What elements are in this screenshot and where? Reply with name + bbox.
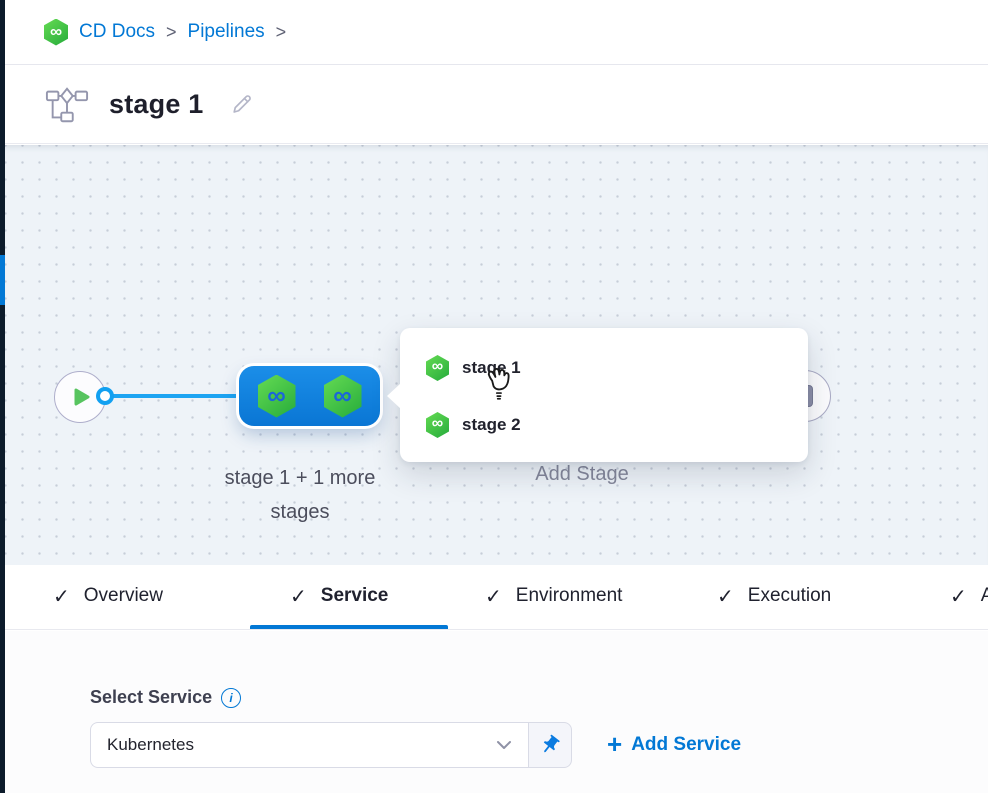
check-icon: ✓ bbox=[717, 585, 734, 608]
breadcrumb-separator: > bbox=[275, 21, 287, 42]
edit-pencil-icon[interactable] bbox=[229, 92, 254, 117]
popup-stage-label: stage 1 bbox=[462, 358, 521, 377]
stage-group-node[interactable]: ∞ ∞ bbox=[239, 366, 380, 426]
stage-list-popup: ∞ stage 1 ∞ stage 2 bbox=[387, 328, 808, 462]
left-nav-active-indicator bbox=[0, 255, 5, 305]
stage-group-label: stage 1 + 1 more stages bbox=[224, 467, 376, 523]
tab-service[interactable]: ✓ Service bbox=[290, 585, 389, 608]
left-nav-sliver bbox=[0, 0, 5, 793]
popup-stage-item[interactable]: ∞ stage 1 bbox=[426, 350, 808, 386]
info-icon[interactable]: i bbox=[221, 687, 242, 708]
breadcrumb-project-link[interactable]: CD Docs bbox=[79, 21, 156, 42]
check-icon: ✓ bbox=[290, 585, 307, 608]
service-tab-panel: Select Service i Kubernetes + Add Servic… bbox=[5, 631, 988, 793]
play-icon bbox=[74, 388, 90, 406]
breadcrumb-separator: > bbox=[166, 21, 177, 42]
page-title: stage 1 bbox=[109, 89, 204, 119]
tab-environment[interactable]: ✓ Environment bbox=[485, 585, 623, 608]
popup-stage-label: stage 2 bbox=[462, 415, 521, 434]
connector-port-handle[interactable] bbox=[96, 387, 114, 405]
pin-icon bbox=[543, 734, 560, 753]
pipeline-connector-line bbox=[107, 394, 241, 398]
tab-execution[interactable]: ✓ Execution bbox=[717, 585, 832, 608]
harness-module-icon: ∞ bbox=[44, 18, 68, 46]
plus-icon: + bbox=[607, 729, 623, 759]
breadcrumb-pipelines-link[interactable]: Pipelines bbox=[187, 21, 265, 42]
tab-overview[interactable]: ✓ Overview bbox=[53, 585, 163, 608]
pipeline-canvas: ∞ ∞ ∞ stage 1 ∞ stage 2 stage 1 + 1 mo bbox=[5, 145, 988, 565]
add-stage-label[interactable]: Add Stage bbox=[535, 463, 629, 485]
pin-service-button[interactable] bbox=[528, 722, 572, 768]
check-icon: ✓ bbox=[950, 585, 967, 608]
service-select-value: Kubernetes bbox=[107, 735, 194, 754]
check-icon: ✓ bbox=[485, 585, 502, 608]
chevron-down-icon bbox=[497, 741, 511, 749]
tab-advanced[interactable]: ✓ Advanced bbox=[950, 565, 988, 627]
stage-hexagon-icon: ∞ bbox=[426, 412, 449, 438]
stage-hexagon-icon: ∞ bbox=[257, 374, 296, 418]
breadcrumb: ∞ CD Docs > Pipelines > bbox=[5, 0, 988, 65]
title-bar: stage 1 bbox=[5, 66, 988, 144]
select-service-label: Select Service bbox=[90, 687, 213, 707]
service-select[interactable]: Kubernetes bbox=[90, 722, 528, 768]
active-tab-indicator bbox=[250, 625, 448, 629]
popup-stage-item[interactable]: ∞ stage 2 bbox=[426, 407, 808, 443]
add-service-button[interactable]: + Add Service bbox=[607, 729, 742, 759]
stage-hexagon-icon: ∞ bbox=[323, 374, 362, 418]
popup-tail bbox=[387, 383, 401, 409]
stage-tabs: ✓ Overview ✓ Service ✓ Environment ✓ Exe… bbox=[5, 565, 988, 630]
pipeline-icon bbox=[45, 86, 89, 122]
stage-hexagon-icon: ∞ bbox=[426, 355, 449, 381]
check-icon: ✓ bbox=[53, 585, 70, 608]
